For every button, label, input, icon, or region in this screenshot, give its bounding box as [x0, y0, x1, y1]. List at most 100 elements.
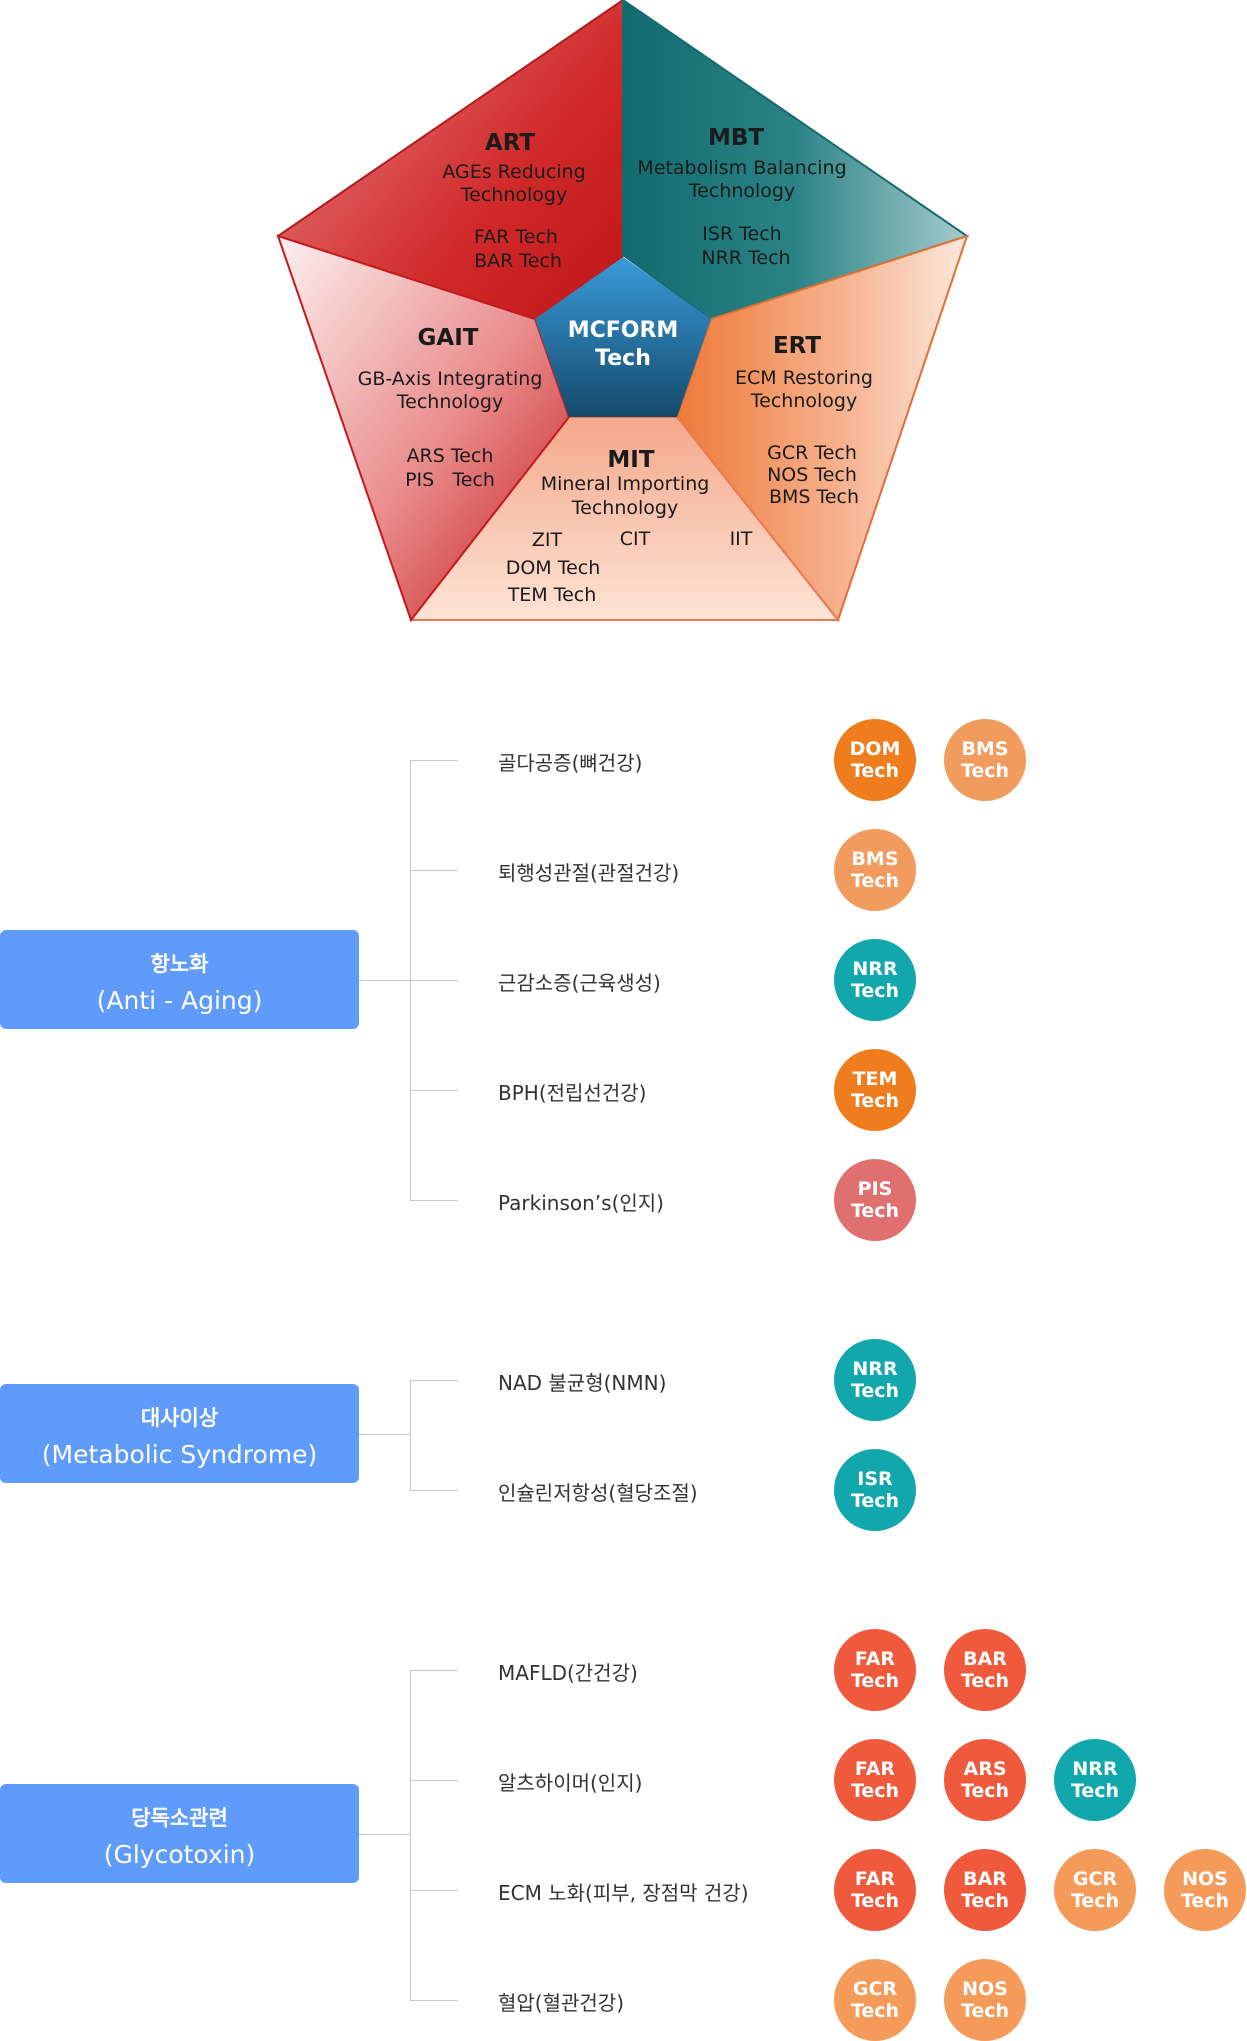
tech-badge-sub: Tech — [850, 980, 900, 1002]
gait-tech-1: ARS Tech — [407, 445, 494, 467]
mit-tech-iit: IIT — [730, 528, 753, 550]
tech-badge-name: DOM — [849, 738, 901, 760]
tech-badge-sub: Tech — [1070, 1780, 1120, 1802]
condition-label: Parkinson’s(인지) — [498, 1191, 664, 1215]
tech-badge-sub: Tech — [850, 1670, 900, 1692]
ert-tech-2: NOS Tech — [767, 464, 857, 486]
tech-badge-sub: Tech — [960, 760, 1010, 782]
gait-desc-2: Technology — [396, 391, 503, 413]
mit-desc-2: Technology — [571, 497, 678, 519]
item-connector-line — [410, 760, 458, 761]
tech-badge-sub: Tech — [850, 1780, 900, 1802]
connector-line — [359, 1833, 410, 1835]
connector-line — [359, 1433, 410, 1435]
item-connector-line — [410, 1490, 458, 1491]
center-line1: MCFORM — [568, 318, 679, 343]
tech-badge-sub: Tech — [850, 1490, 900, 1512]
tech-badge-name: BMS — [851, 848, 899, 870]
art-desc-2: Technology — [460, 184, 567, 206]
tech-badge-name: NRR — [1072, 1758, 1118, 1780]
tech-badge-sub: Tech — [850, 2000, 900, 2022]
condition-label: BPH(전립선건강) — [498, 1081, 647, 1105]
tech-badge-name: NOS — [962, 1978, 1008, 2000]
tech-badge-sub: Tech — [850, 760, 900, 782]
connector-trunk — [410, 1380, 411, 1490]
mbt-desc-2: Technology — [688, 180, 795, 202]
category-title-en: (Glycotoxin) — [103, 1840, 256, 1869]
item-connector-line — [410, 2000, 458, 2001]
tech-badge-name: NRR — [852, 958, 898, 980]
mbt-title: MBT — [708, 125, 764, 151]
category-title-ko: 항노화 — [150, 952, 209, 976]
gait-title: GAIT — [418, 325, 479, 351]
mit-title: MIT — [607, 447, 654, 473]
art-desc-1: AGEs Reducing — [442, 161, 585, 183]
art-tech-1: FAR Tech — [474, 226, 558, 248]
category-title-en: (Metabolic Syndrome) — [41, 1440, 318, 1469]
tech-badge-sub: Tech — [850, 1890, 900, 1912]
condition-label: 퇴행성관절(관절건강) — [498, 861, 680, 885]
tech-badge-sub: Tech — [850, 1090, 900, 1112]
condition-label: 혈압(혈관건강) — [498, 1991, 625, 2015]
tech-badge-name: NOS — [1182, 1868, 1228, 1890]
tech-badge-name: BAR — [963, 1648, 1007, 1670]
tech-badge-name: FAR — [854, 1868, 896, 1890]
connector-trunk — [410, 1670, 411, 2000]
center-mcform — [535, 257, 711, 417]
center-line2: Tech — [595, 346, 651, 371]
connector-line — [359, 979, 410, 981]
category-title-ko: 당독소관련 — [131, 1806, 228, 1830]
gait-desc-1: GB-Axis Integrating — [358, 368, 543, 390]
item-connector-line — [410, 1090, 458, 1091]
mit-desc-1: Mineral Importing — [541, 473, 710, 495]
item-connector-line — [410, 1200, 458, 1201]
item-connector-line — [410, 980, 458, 981]
condition-label: 근감소증(근육생성) — [498, 971, 661, 995]
category-box-anti-aging: 항노화 (Anti - Aging) — [0, 930, 359, 1029]
ert-desc-2: Technology — [750, 390, 857, 412]
category-title-ko: 대사이상 — [140, 1406, 219, 1430]
category-box-metabolic-syndrome: 대사이상 (Metabolic Syndrome) — [0, 1384, 359, 1483]
art-title: ART — [485, 130, 535, 156]
tech-badge-name: TEM — [852, 1068, 898, 1090]
condition-label: 인슐린저항성(혈당조절) — [498, 1481, 698, 1505]
mbt-desc-1: Metabolism Balancing — [637, 157, 846, 179]
condition-label: ECM 노화(피부, 장점막 건강) — [498, 1881, 749, 1905]
tech-badge-name: NRR — [852, 1358, 898, 1380]
tech-badge-sub: Tech — [960, 1890, 1010, 1912]
condition-label: MAFLD(간건강) — [498, 1661, 638, 1685]
tech-badge-sub: Tech — [1180, 1890, 1230, 1912]
mit-tech-tem: TEM Tech — [507, 584, 597, 606]
item-connector-line — [410, 1780, 458, 1781]
ert-tech-3: BMS Tech — [769, 486, 859, 508]
art-tech-2: BAR Tech — [474, 250, 562, 272]
tech-badge-sub: Tech — [960, 1670, 1010, 1692]
tech-badge-sub: Tech — [960, 2000, 1010, 2022]
tech-badge-name: BAR — [963, 1868, 1007, 1890]
mcform-pentagon-diagram: MCFORM Tech ART AGEs Reducing Technology… — [276, 0, 970, 623]
mit-tech-cit: CIT — [620, 528, 651, 550]
ert-tech-1: GCR Tech — [767, 442, 857, 464]
category-title-en: (Anti - Aging) — [96, 986, 263, 1015]
tech-badge-sub: Tech — [850, 870, 900, 892]
mit-tech-zit: ZIT — [532, 529, 563, 551]
item-connector-line — [410, 1890, 458, 1891]
tech-badge-name: BMS — [961, 738, 1009, 760]
mit-tech-dom: DOM Tech — [506, 557, 601, 579]
ert-desc-1: ECM Restoring — [735, 367, 873, 389]
tech-badge-name: ARS — [963, 1758, 1007, 1780]
